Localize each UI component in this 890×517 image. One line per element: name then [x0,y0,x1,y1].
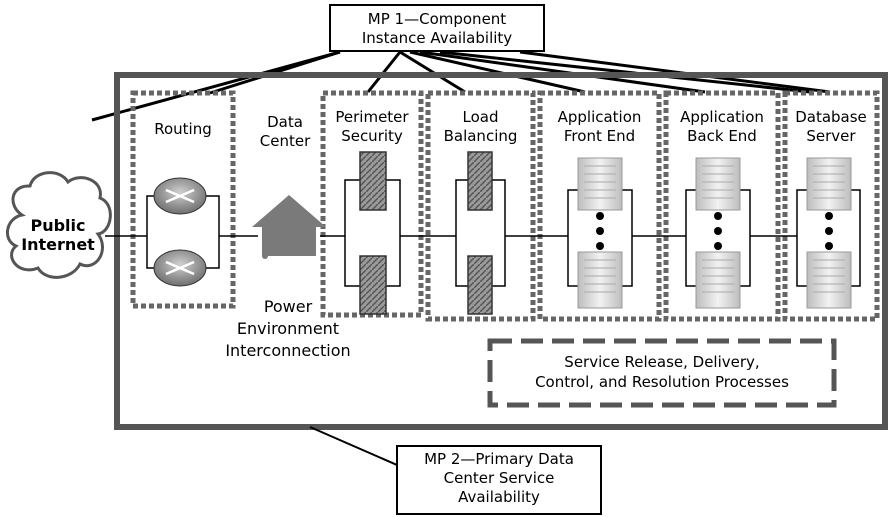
database-server-icon-1 [806,157,852,211]
data-center-house-icon [252,195,326,259]
database-server-icon-2 [806,251,852,309]
perimeter-security-label: Perimeter Security [335,108,409,145]
public-internet-label: Public Internet [21,216,95,254]
mp1-callout: MP 1—Component Instance Availability [329,4,545,52]
perimeter-security-box [320,90,424,318]
back-end-server-icon-1 [695,157,741,211]
load-balancer-icon-2 [467,255,493,315]
data-center-frame [114,72,888,430]
load-balancing-label: Load Balancing [443,108,518,145]
router-icon-1 [153,177,207,215]
app-back-end-label: Application Back End [680,108,764,145]
router-icon-2 [153,249,207,287]
firewall-icon-1 [359,151,387,211]
app-front-end-box [537,90,662,322]
component-boxes [130,90,880,322]
power-environment-label: Power Environment Interconnection [225,297,351,360]
server-ellipsis-dots [596,212,833,250]
database-server-label: Database Server [795,108,867,145]
services-box-border [487,338,837,408]
front-end-server-icon-2 [577,251,623,309]
data-center-label: Data Center [259,113,311,150]
back-end-server-icon-2 [695,251,741,309]
routing-label: Routing [154,120,212,138]
mp2-callout: MP 2—Primary Data Center Service Availab… [396,445,602,515]
app-front-end-label: Application Front End [557,108,642,145]
front-end-server-icon-1 [577,157,623,211]
app-back-end-box [663,90,781,322]
database-server-box [782,90,880,322]
load-balancer-icon-1 [467,151,493,211]
public-internet-cloud-icon [6,171,112,279]
routing-box [130,90,236,309]
firewall-icon-2 [359,255,387,315]
services-label: Service Release, Delivery, Control, and … [535,353,789,391]
load-balancing-box [425,90,536,322]
